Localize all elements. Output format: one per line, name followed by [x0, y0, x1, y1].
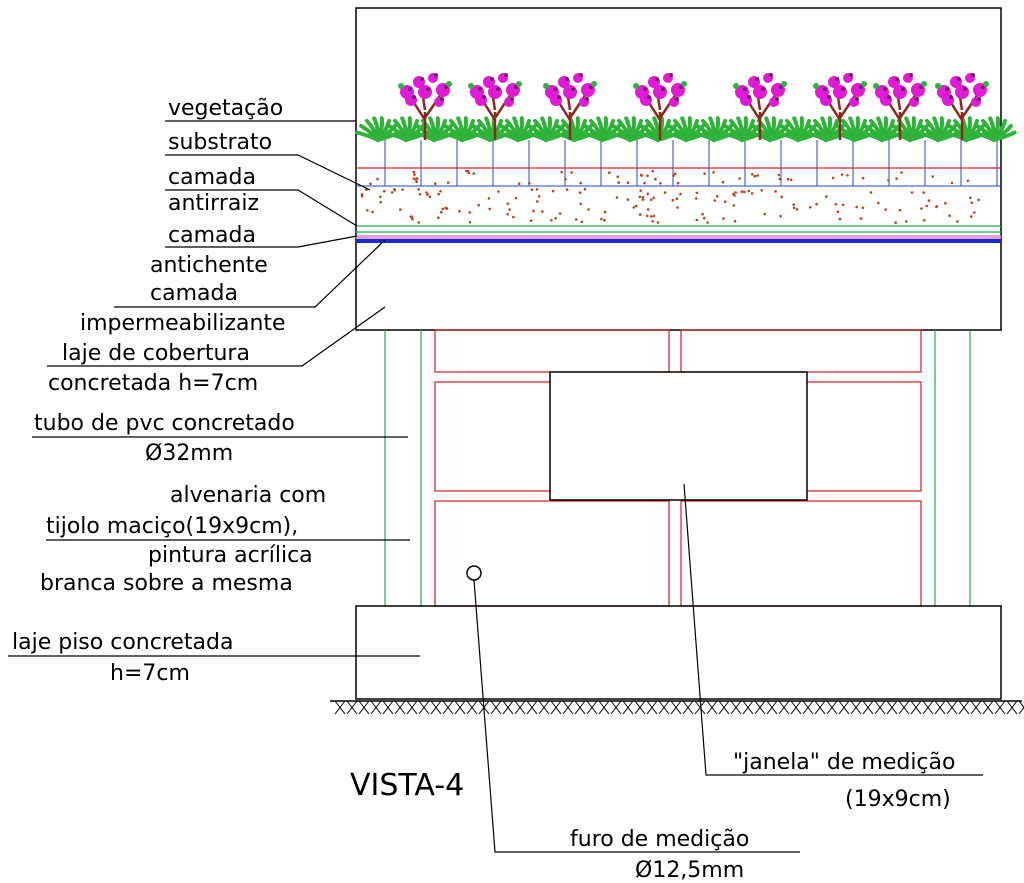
label-tubo-pvc-2: Ø32mm — [145, 441, 233, 466]
leader-lines — [8, 120, 983, 853]
waterproofing-layer — [356, 235, 1001, 243]
label-tubo-pvc-1: tubo de pvc concretado — [34, 411, 295, 436]
roof-slab — [355, 7, 1002, 331]
label-laje-piso-2: h=7cm — [110, 661, 190, 686]
label-vegetacao: vegetação — [168, 96, 283, 121]
wall-left — [384, 330, 422, 606]
wall-right — [934, 330, 971, 606]
label-laje-cobertura-1: laje de cobertura — [62, 341, 250, 366]
vegetation-layer — [355, 73, 1017, 186]
view-title: VISTA-4 — [350, 768, 464, 803]
label-laje-piso-1: laje piso concretada — [12, 630, 233, 655]
label-furo-2: Ø12,5mm — [635, 858, 744, 883]
label-janela-2: (19x9cm) — [845, 787, 951, 812]
label-camada-impermeabilizante-1: camada — [150, 281, 238, 306]
label-furo-1: furo de medição — [570, 827, 749, 852]
label-camada-antichente-1: camada — [168, 223, 256, 248]
floor-slab — [355, 605, 1002, 700]
label-laje-cobertura-2: concretada h=7cm — [48, 371, 258, 396]
label-camada-impermeabilizante-2: impermeabilizante — [80, 311, 286, 336]
ground-hatch — [330, 700, 1024, 715]
label-substrato: substrato — [168, 130, 272, 155]
label-alvenaria-1: alvenaria com — [170, 483, 326, 508]
label-alvenaria-2: tijolo maciço(19x9cm), — [46, 514, 298, 539]
label-camada-antirraiz-2: antirraiz — [168, 191, 259, 216]
label-camada-antirraiz-1: camada — [168, 165, 256, 190]
measurement-window — [549, 371, 808, 501]
label-camada-antichente-2: antichente — [150, 253, 268, 278]
label-janela-1: "janela" de medição — [733, 750, 955, 775]
substrate-layer — [356, 167, 1001, 233]
label-alvenaria-3: pintura acrílica — [148, 543, 313, 568]
label-alvenaria-4: branca sobre a mesma — [40, 571, 293, 596]
measurement-hole — [466, 565, 482, 581]
